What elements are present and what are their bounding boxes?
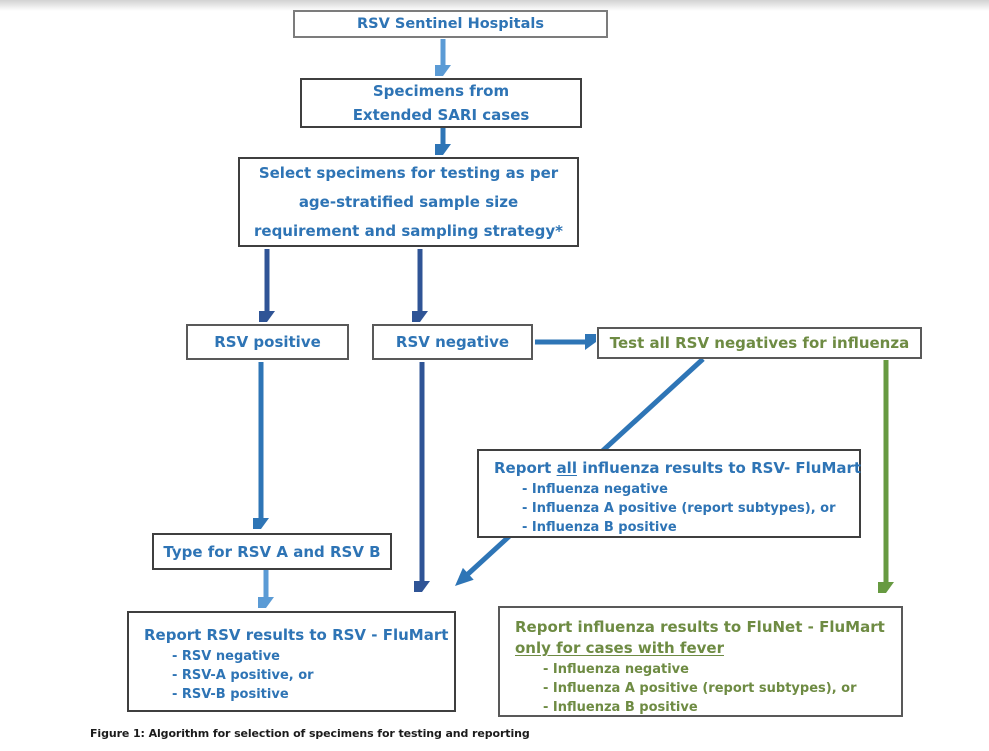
node-label: RSV positive xyxy=(214,333,321,351)
bullet-item: - Influenza negative xyxy=(522,482,668,497)
title-underlined: all xyxy=(556,459,577,477)
node-label: RSV negative xyxy=(395,333,510,351)
bullet-item: - Influenza negative xyxy=(543,662,689,677)
node-title: Report all influenza results to RSV- Flu… xyxy=(494,458,861,479)
node-title-line1: Report influenza results to FluNet - Flu… xyxy=(515,618,885,636)
arrow-select-to-rsv-negative xyxy=(412,249,428,322)
node-type-rsv-a-b: Type for RSV A and RSV B xyxy=(152,533,392,570)
bullet-item: - RSV-B positive xyxy=(172,687,289,702)
arrow-specimens-to-select xyxy=(435,128,451,155)
figure-caption: Figure 1: Algorithm for selection of spe… xyxy=(90,727,530,740)
bullet-list: - Influenza negative - Influenza A posit… xyxy=(515,660,893,717)
node-title-line2: only for cases with fever xyxy=(515,639,724,657)
node-label-line3: requirement and sampling strategy* xyxy=(254,221,563,240)
node-title: Report RSV results to RSV - FluMart xyxy=(144,626,449,644)
title-prefix: Report xyxy=(494,459,557,477)
bullet-item: - Influenza A positive (report subtypes)… xyxy=(543,681,857,696)
bullet-item: - RSV negative xyxy=(172,649,280,664)
node-rsv-negative: RSV negative xyxy=(372,324,533,360)
node-label-line2: age-stratified sample size xyxy=(298,192,519,211)
bullet-item: - Influenza B positive xyxy=(543,700,698,715)
arrow-select-to-rsv-positive xyxy=(259,249,275,322)
node-report-rsv-flumart: Report RSV results to RSV - FluMart - RS… xyxy=(127,611,456,712)
bullet-list: - Influenza negative - Influenza A posit… xyxy=(494,480,851,537)
bullet-item: - Influenza A positive (report subtypes)… xyxy=(522,501,836,516)
arrow-rsv-negative-to-test xyxy=(535,334,596,350)
node-label: RSV Sentinel Hospitals xyxy=(357,16,544,32)
title-suffix: influenza results to RSV- FluMart xyxy=(576,459,862,477)
page-top-shadow xyxy=(0,0,989,11)
arrow-sentinel-to-specimens xyxy=(435,39,451,76)
arrow-rsv-negative-down xyxy=(414,362,430,592)
node-label-line1: Select specimens for testing as per xyxy=(258,163,559,182)
node-report-flunet-flumart: Report influenza results to FluNet - Flu… xyxy=(498,606,903,717)
bullet-item: - Influenza B positive xyxy=(522,520,677,535)
node-label-line2: Extended SARI cases xyxy=(352,106,530,124)
arrow-test-negatives-to-flunet xyxy=(878,360,894,593)
node-rsv-sentinel-hospitals: RSV Sentinel Hospitals xyxy=(293,10,608,38)
node-label: Test all RSV negatives for influenza xyxy=(609,334,910,352)
node-select-specimens: Select specimens for testing as per age-… xyxy=(238,157,579,247)
bullet-list: - RSV negative - RSV-A positive, or - RS… xyxy=(144,647,446,704)
node-label-line1: Specimens from xyxy=(372,82,510,100)
bullet-item: - RSV-A positive, or xyxy=(172,668,314,683)
node-label: Type for RSV A and RSV B xyxy=(163,542,381,561)
node-specimens-extended-sari: Specimens from Extended SARI cases xyxy=(300,78,582,128)
arrow-rsv-positive-to-type xyxy=(253,362,269,529)
arrow-type-to-report-rsv xyxy=(258,570,274,608)
node-rsv-positive: RSV positive xyxy=(186,324,349,360)
node-report-influenza-flumart: Report all influenza results to RSV- Flu… xyxy=(477,449,861,538)
node-test-all-rsv-negatives: Test all RSV negatives for influenza xyxy=(597,327,922,359)
